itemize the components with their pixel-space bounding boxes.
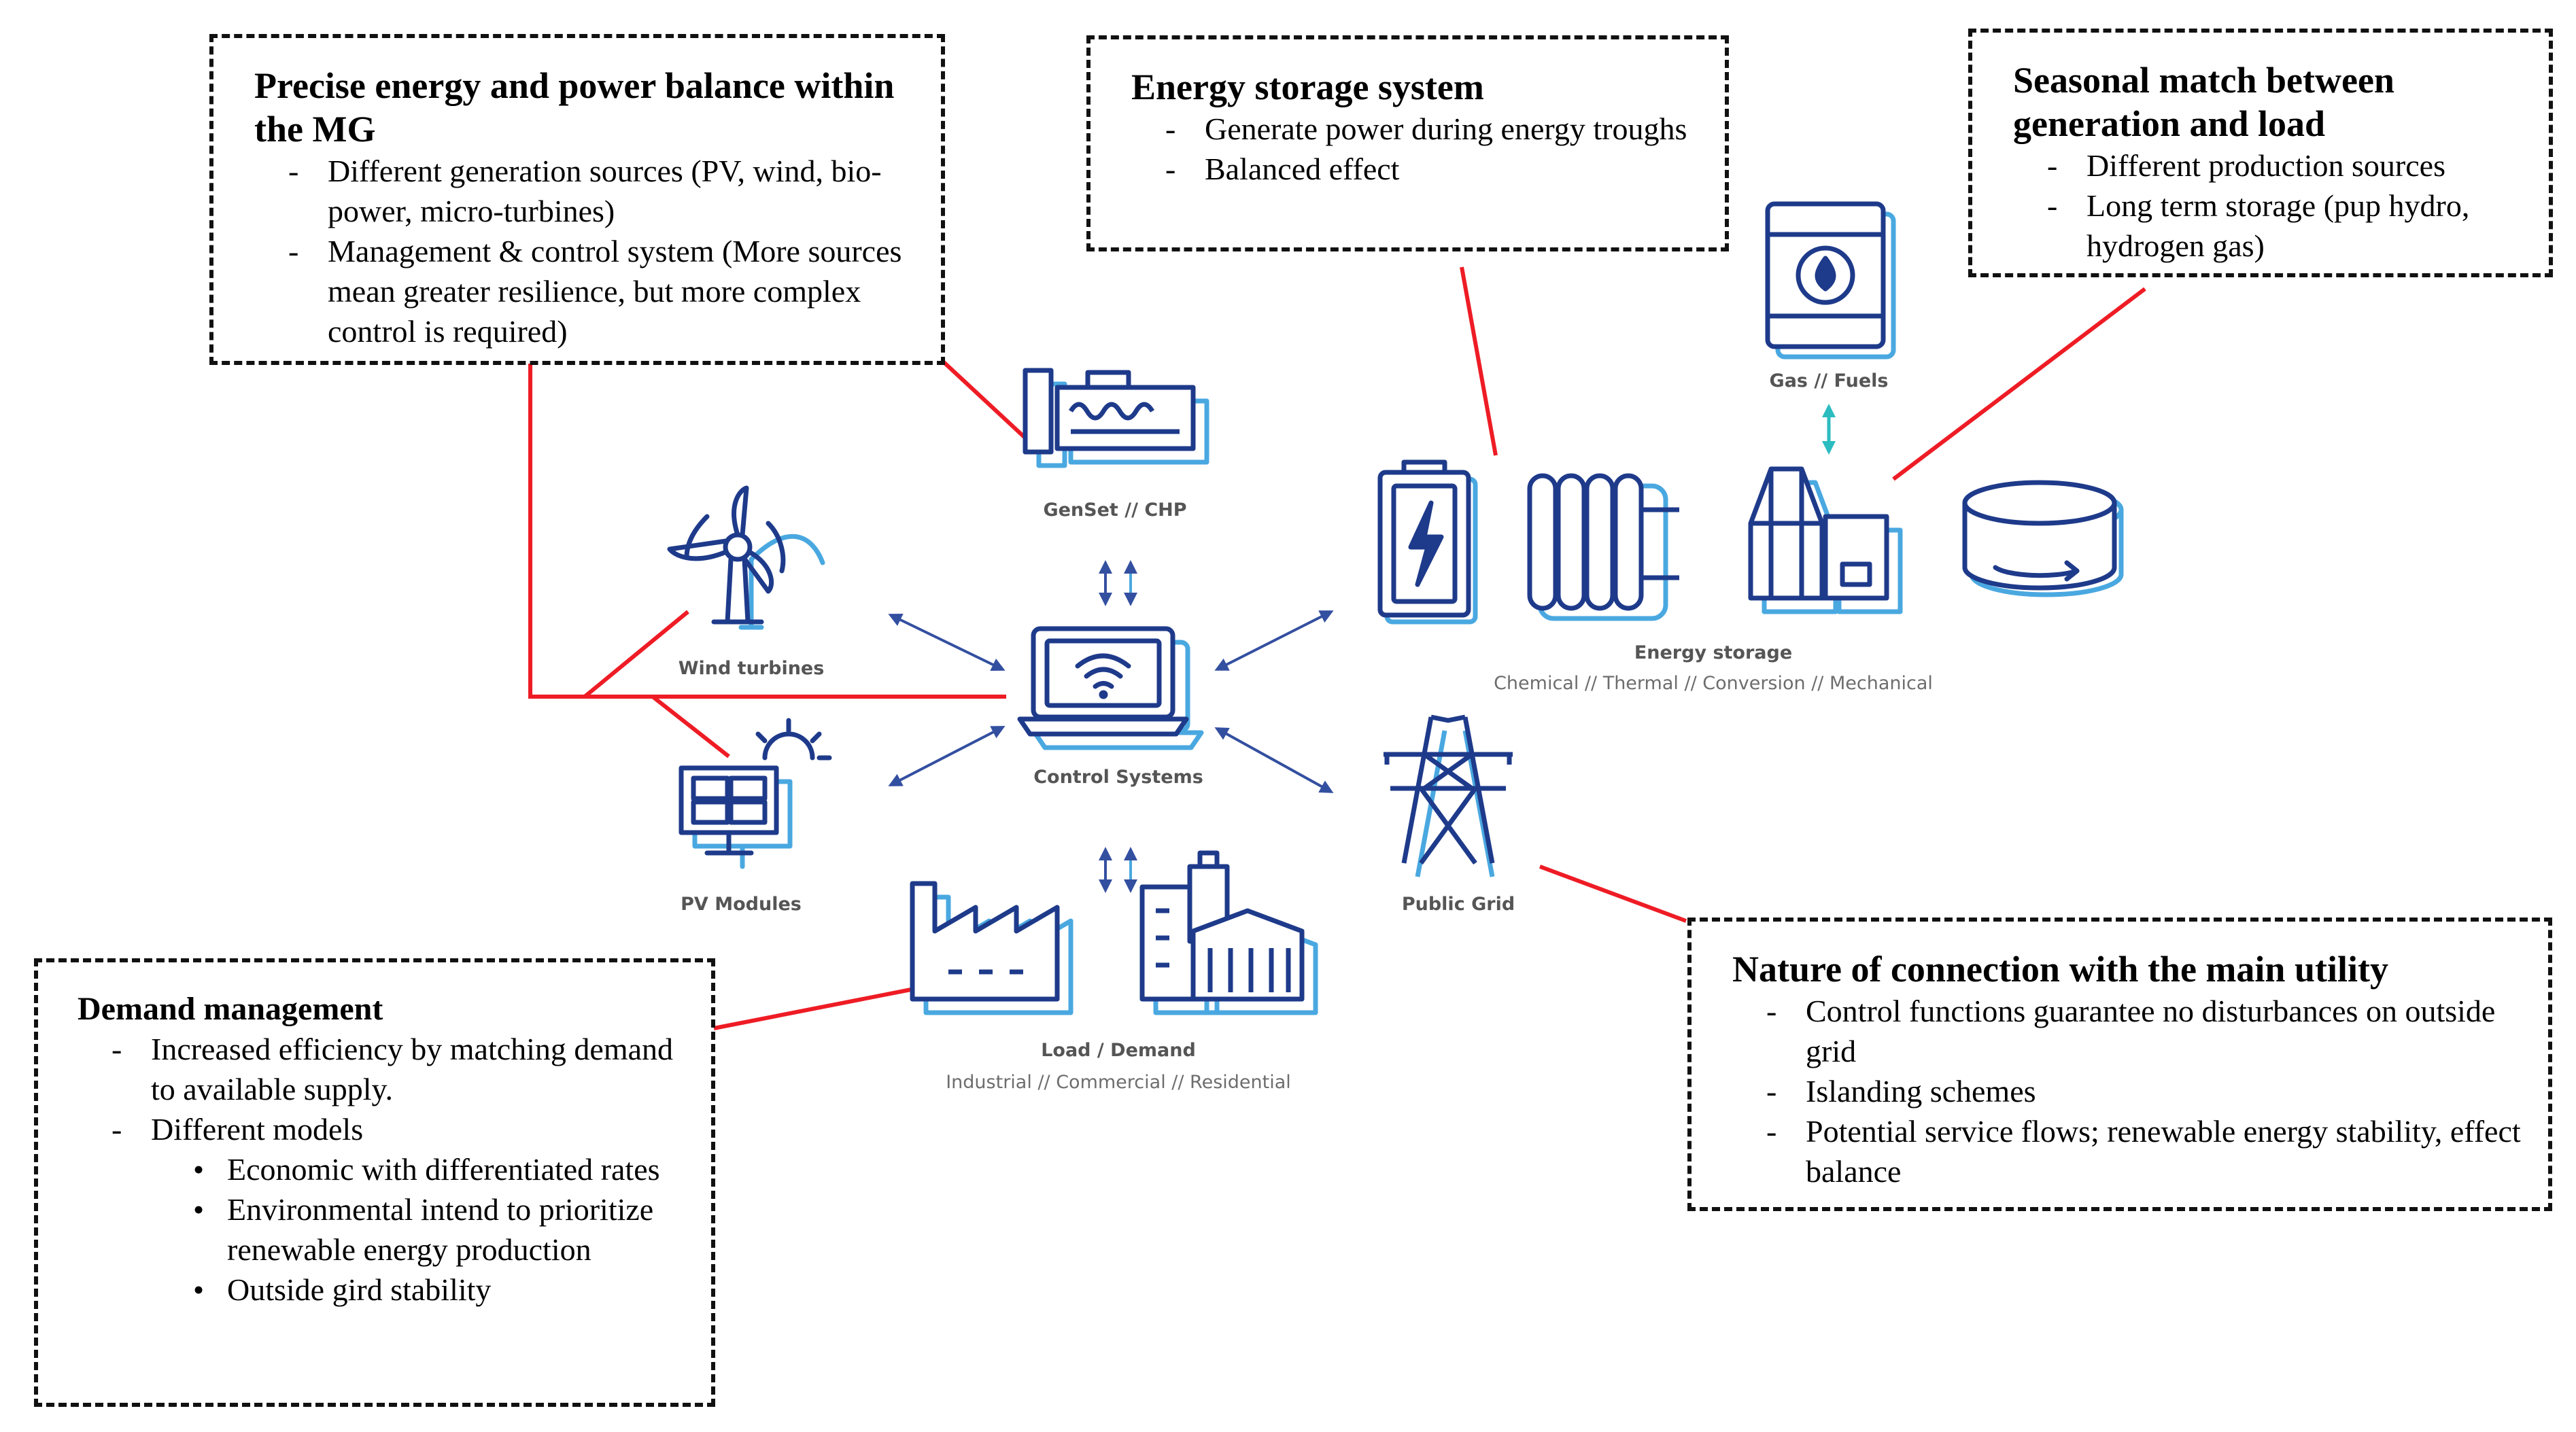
label-public-grid: Public Grid	[1401, 894, 1515, 915]
box-energy-storage-title: Energy storage system	[1131, 67, 1484, 107]
commercial-building-icon	[1139, 850, 1318, 1015]
connector-balance-genset	[940, 358, 1030, 442]
fuel-barrel-icon	[1765, 201, 1896, 360]
connector-storage	[1460, 266, 1498, 456]
label-load-demand: Load / Demand	[1041, 1040, 1196, 1061]
box-utility-connection-title: Nature of connection with the main utili…	[1732, 949, 2388, 990]
label-gas-fuels: Gas // Fuels	[1769, 370, 1889, 391]
arrow-control-storage	[1214, 610, 1334, 671]
battery-icon	[1377, 459, 1478, 625]
genset-icon	[1023, 368, 1209, 468]
control-laptop-icon	[1017, 626, 1204, 750]
box-utility-connection-list: Control functions guarantee no disturban…	[1732, 991, 2521, 1191]
flywheel-icon	[1962, 480, 2124, 597]
box-utility-connection: Nature of connection with the main utili…	[1687, 918, 2552, 1211]
list-item: Environmental intend to prioritize renew…	[78, 1189, 677, 1270]
list-item: Long term storage (pup hydro, hydrogen g…	[2013, 186, 2522, 266]
box-demand-management: Demand management Increased efficiency b…	[34, 958, 715, 1407]
list-item: Islanding schemes	[1732, 1071, 2521, 1111]
list-item: Different production sources	[2013, 145, 2522, 186]
arrow-pv-control	[888, 726, 1006, 786]
box-energy-storage: Energy storage system Generate power dur…	[1086, 35, 1729, 251]
list-item: Generate power during energy troughs	[1131, 109, 1698, 149]
arrow-control-grid	[1214, 727, 1334, 793]
label-control-systems: Control Systems	[1033, 767, 1203, 788]
connector-balance-pv	[651, 695, 730, 758]
box-power-balance: Precise energy and power balance within …	[209, 34, 945, 365]
arrow-wind-control	[888, 613, 1006, 671]
list-item: Outside gird stability	[78, 1270, 677, 1310]
label-pv-modules: PV Modules	[681, 894, 802, 915]
box-seasonal-match: Seasonal match between generation and lo…	[1968, 29, 2553, 277]
list-item: Economic with differentiated rates	[78, 1149, 677, 1189]
label-load-sub: Industrial // Commercial // Residential	[946, 1072, 1291, 1093]
factory-icon	[910, 881, 1074, 1015]
wind-turbine-icon	[667, 485, 825, 630]
thermal-radiator-icon	[1527, 473, 1679, 621]
connector-grid	[1539, 865, 1687, 923]
list-item: Potential service flows; renewable energ…	[1732, 1111, 2521, 1191]
label-energy-storage-sub: Chemical // Thermal // Conversion // Mec…	[1494, 673, 1933, 694]
list-item: Increased efficiency by matching demand …	[78, 1029, 677, 1109]
list-item: Balanced effect	[1131, 149, 1698, 189]
box-demand-management-title: Demand management	[78, 991, 383, 1027]
box-seasonal-match-list: Different production sources Long term s…	[2013, 145, 2522, 266]
connector-balance-sources	[528, 364, 1006, 699]
box-energy-storage-list: Generate power during energy troughs Bal…	[1131, 109, 1698, 189]
box-seasonal-match-title: Seasonal match between generation and lo…	[2013, 60, 2394, 144]
box-demand-management-list: Increased efficiency by matching demand …	[78, 1029, 677, 1310]
control-arrows	[888, 560, 1334, 893]
connector-balance-wind	[583, 610, 689, 699]
conversion-plant-icon	[1748, 466, 1903, 614]
connector-seasonal	[1892, 287, 2146, 481]
list-item: Control functions guarantee no disturban…	[1732, 991, 2521, 1071]
list-item: Management & control system (More source…	[254, 231, 907, 351]
label-wind-turbines: Wind turbines	[678, 658, 825, 679]
red-connectors	[528, 266, 2146, 1030]
box-power-balance-list: Different generation sources (PV, wind, …	[254, 151, 907, 351]
box-power-balance-title: Precise energy and power balance within …	[254, 65, 895, 150]
list-item: Different models	[78, 1109, 677, 1149]
label-energy-storage: Energy storage	[1634, 642, 1793, 663]
grid-tower-icon	[1384, 714, 1513, 877]
label-genset: GenSet // CHP	[1043, 500, 1187, 521]
pv-module-icon	[679, 718, 832, 869]
connector-demand	[713, 987, 915, 1030]
list-item: Different generation sources (PV, wind, …	[254, 151, 907, 231]
